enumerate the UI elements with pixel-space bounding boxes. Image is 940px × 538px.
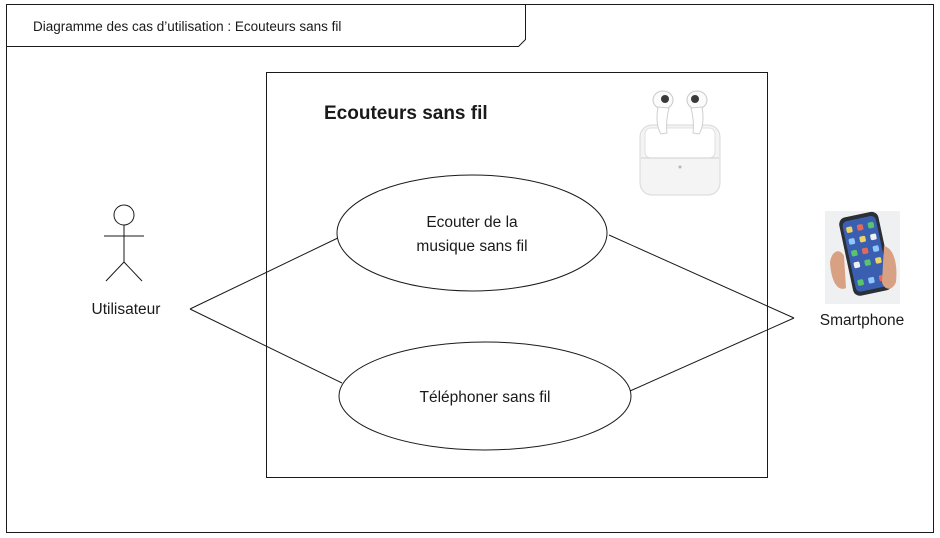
airpods-case-image <box>639 90 721 196</box>
use-case-ellipse-2 <box>338 341 632 451</box>
associations <box>189 234 795 392</box>
association-user-usecase1 <box>189 235 343 310</box>
use-case-ellipse-1 <box>336 174 608 292</box>
association-smartphone-usecase1 <box>608 234 795 319</box>
use-case-1-line2: musique sans fil <box>416 238 527 255</box>
use-case-2-label: Téléphoner sans fil <box>420 389 551 406</box>
association-smartphone-usecase2 <box>629 317 795 392</box>
system-name: Ecouteurs sans fil <box>324 103 488 124</box>
use-case-1-line1: Ecouter de la <box>426 214 518 231</box>
frame-title: Diagramme des cas d’utilisation : Ecoute… <box>33 19 341 34</box>
diagram-frame <box>6 4 934 533</box>
system-boundary <box>266 72 768 478</box>
association-user-usecase2 <box>189 308 343 384</box>
actor-smartphone-label: Smartphone <box>820 312 904 329</box>
stick-figure-icon <box>104 204 144 282</box>
actor-user-label: Utilisateur <box>92 301 161 318</box>
frame-title-tab <box>6 4 526 47</box>
smartphone-photo-icon <box>825 211 900 304</box>
